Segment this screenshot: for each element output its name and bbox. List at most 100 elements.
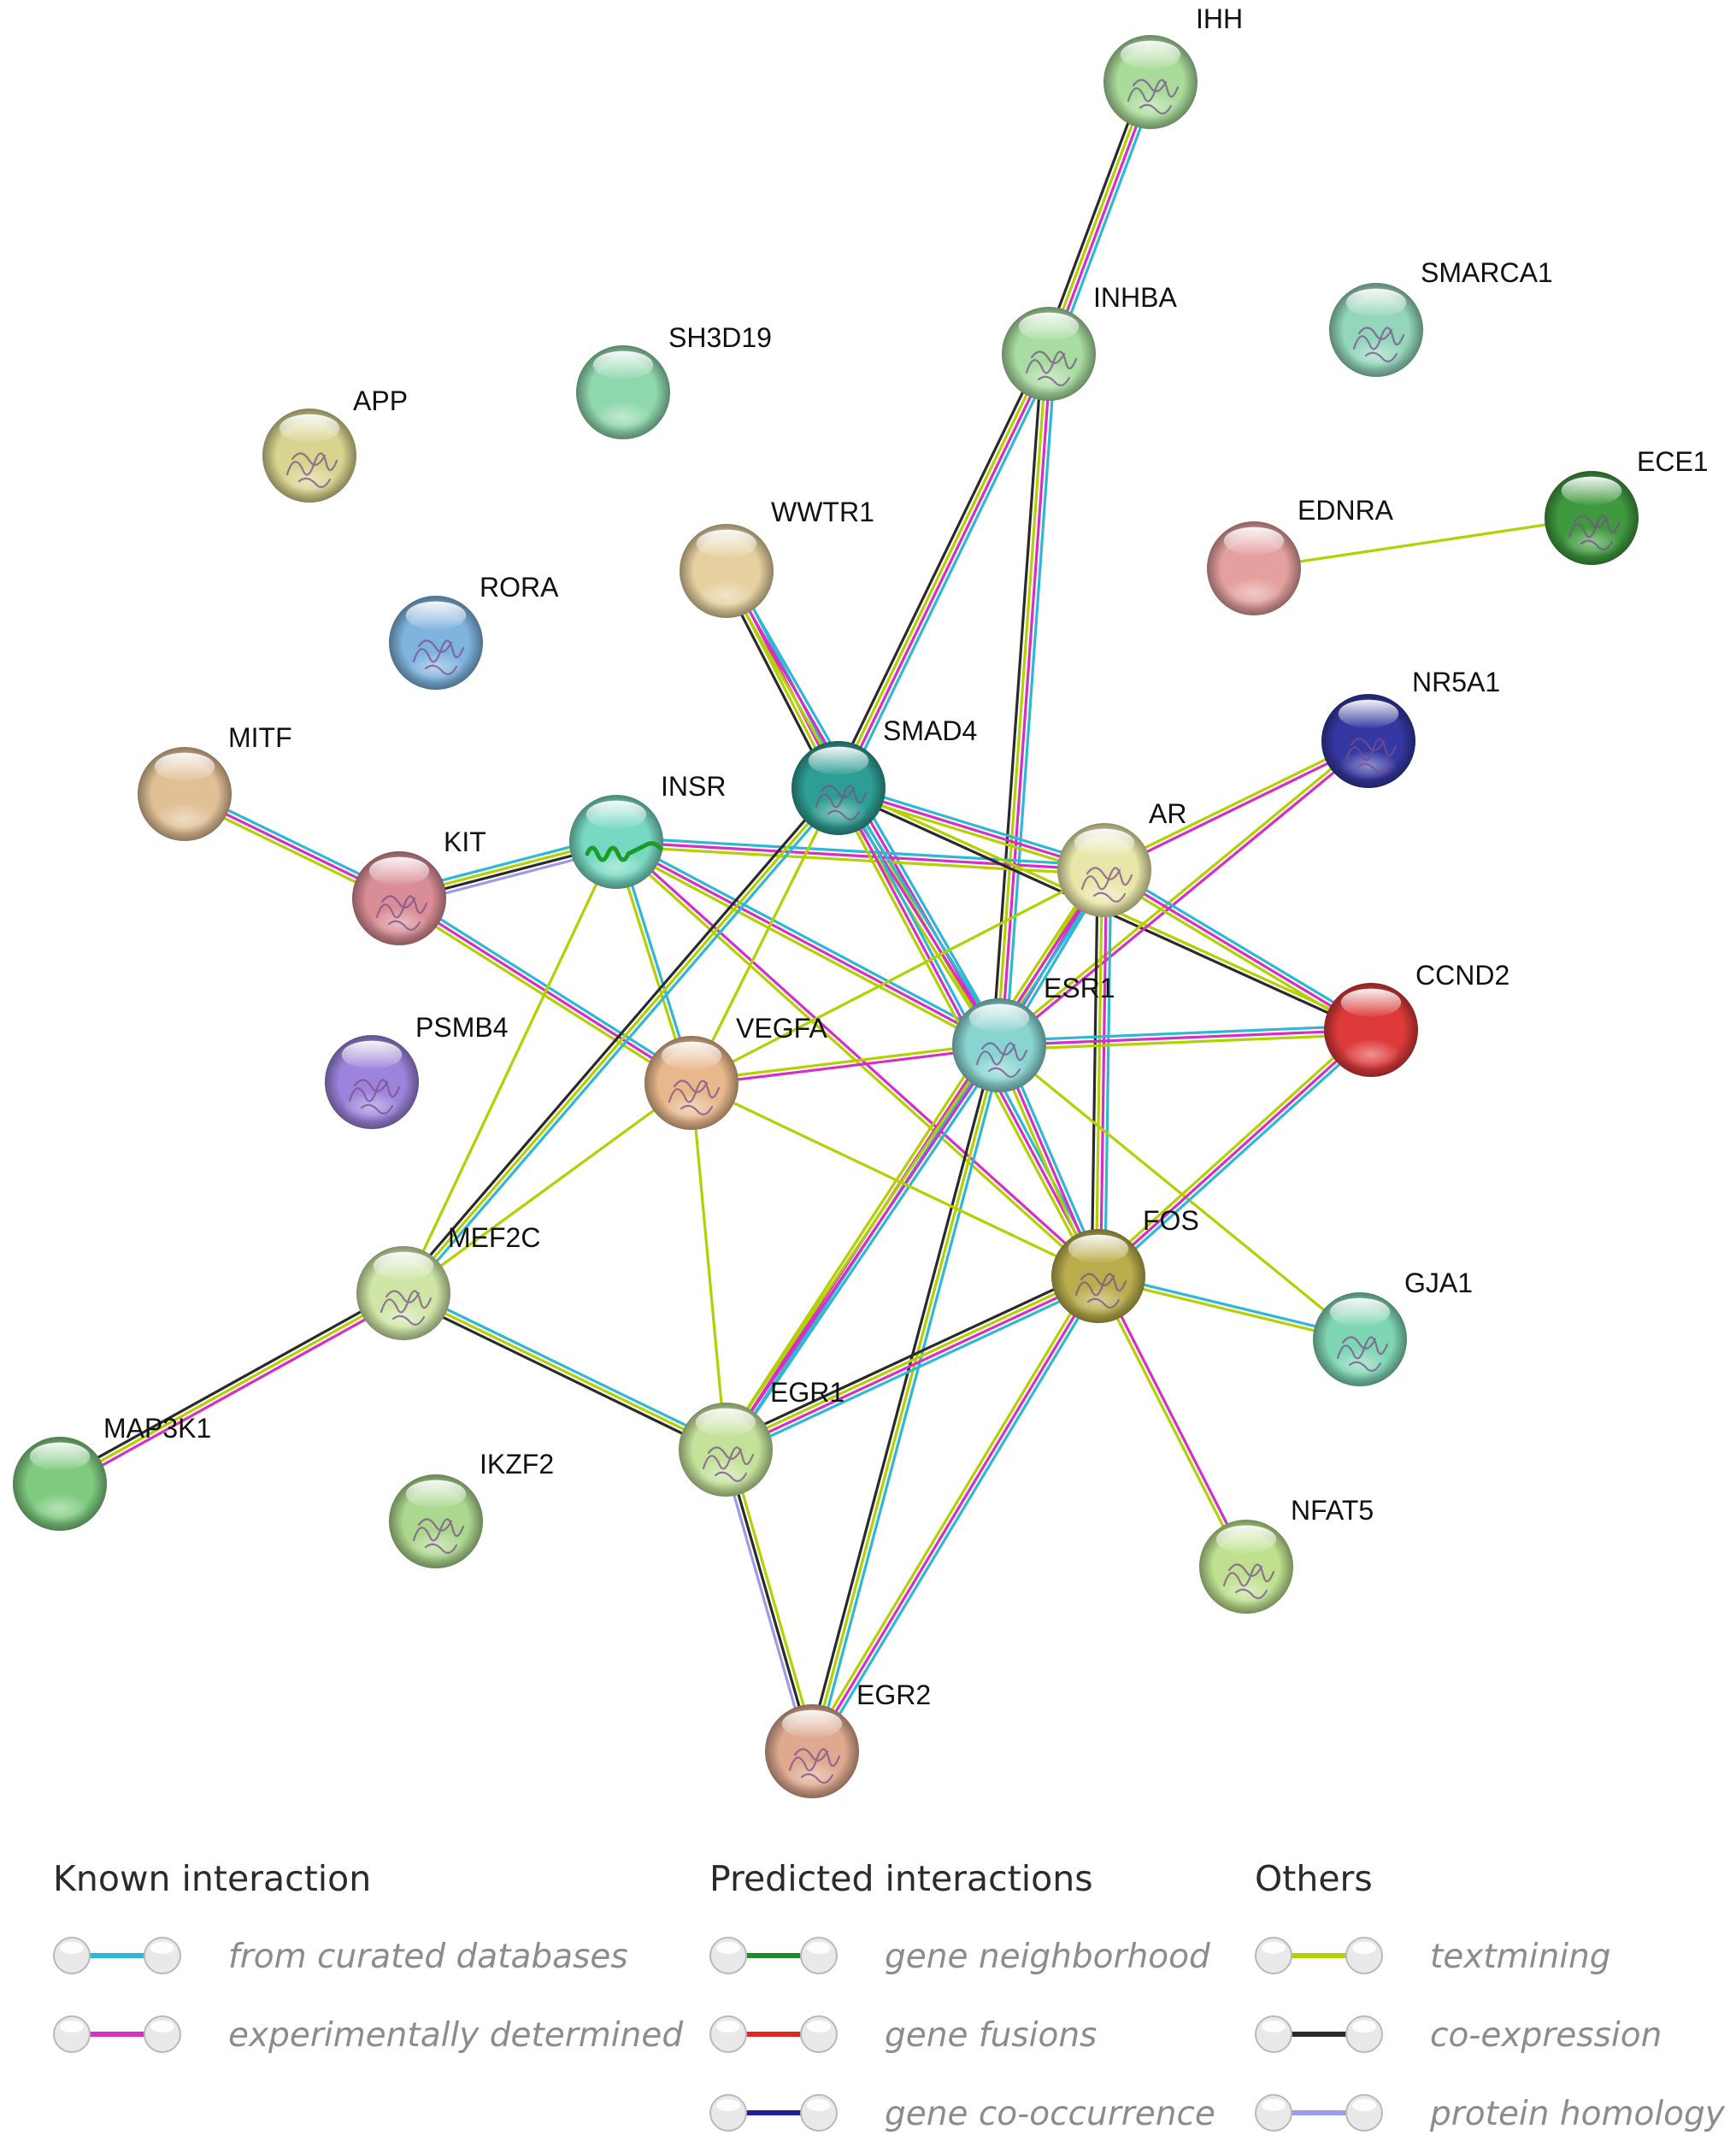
- edge-ar-vegfa[interactable]: [690, 868, 1106, 1085]
- node-nr5a1[interactable]: NR5A1: [1321, 667, 1500, 788]
- edge-mef2c-egr1[interactable]: [400, 1287, 729, 1456]
- edge-esr1-ccnd2[interactable]: [997, 1024, 1373, 1051]
- node-highlight: [661, 1041, 722, 1070]
- node-highlight: [1329, 1297, 1391, 1327]
- node-label: WWTR1: [771, 497, 874, 527]
- edge-insr-mef2c[interactable]: [402, 840, 618, 1295]
- edge-ar-ccnd2[interactable]: [1100, 864, 1375, 1036]
- node-label: SMAD4: [883, 715, 977, 746]
- edge-vegfa-mef2c[interactable]: [402, 1081, 693, 1295]
- edge-stripe-textmining: [810, 1044, 1001, 1753]
- node-wwtr1[interactable]: WWTR1: [680, 497, 874, 618]
- node-mef2c[interactable]: MEF2C: [356, 1222, 540, 1340]
- edge-nr5a1-esr1[interactable]: [996, 738, 1372, 1049]
- node-ednra[interactable]: EDNRA: [1207, 495, 1394, 615]
- edge-stripe-curated: [997, 1024, 1373, 1043]
- node-ece1[interactable]: ECE1: [1545, 446, 1709, 565]
- edge-fos-egr2[interactable]: [806, 1272, 1104, 1756]
- node-label: IHH: [1196, 3, 1243, 34]
- node-highlight: [1018, 312, 1080, 341]
- edge-stripe-textmining: [1252, 516, 1593, 570]
- edge-stripe-experimental: [839, 353, 1052, 791]
- legend-label: gene fusions: [885, 2016, 1097, 2055]
- edge-stripe-textmining: [402, 786, 840, 1295]
- edge-nr5a1-ar[interactable]: [1102, 738, 1371, 874]
- node-app[interactable]: APP: [262, 385, 408, 503]
- edge-stripe-curated: [815, 1044, 1005, 1754]
- node-insr[interactable]: INSR: [569, 771, 726, 889]
- node-egr2[interactable]: EGR2: [765, 1679, 931, 1798]
- edge-stripe-curated: [843, 355, 1056, 792]
- protein-structure-icon: [1074, 1273, 1127, 1309]
- node-label: APP: [353, 385, 408, 416]
- edge-ccnd2-fos[interactable]: [1093, 1025, 1376, 1281]
- node-nfat5[interactable]: NFAT5: [1199, 1495, 1374, 1614]
- node-gja1[interactable]: GJA1: [1313, 1268, 1473, 1386]
- node-ccnd2[interactable]: CCND2: [1324, 960, 1509, 1077]
- node-highlight: [1345, 288, 1407, 317]
- node-ihh[interactable]: IHH: [1103, 3, 1243, 129]
- protein-structure-icon: [412, 639, 465, 675]
- edge-stripe-experimental: [1103, 741, 1371, 874]
- protein-structure-icon: [1222, 1563, 1275, 1599]
- node-ikzf2[interactable]: IKZF2: [389, 1449, 554, 1568]
- edge-ednra-ece1[interactable]: [1252, 516, 1593, 570]
- node-highlight: [1120, 40, 1181, 69]
- edge-ihh-inhba[interactable]: [1041, 78, 1158, 358]
- edge-stripe-textmining: [690, 786, 840, 1085]
- edge-esr1-vegfa[interactable]: [690, 1041, 1001, 1087]
- edge-mef2c-map3k1[interactable]: [56, 1287, 408, 1490]
- node-kit[interactable]: KIT: [352, 826, 486, 945]
- edge-egr1-egr2[interactable]: [720, 1446, 818, 1755]
- node-smarca1[interactable]: SMARCA1: [1329, 257, 1553, 377]
- node-ar[interactable]: AR: [1057, 798, 1186, 917]
- edge-stripe-textmining: [835, 351, 1049, 789]
- node-glow: [30, 1493, 90, 1524]
- legend-swatch-highlight: [716, 2099, 740, 2111]
- legend-item-textmining: textmining: [1255, 1937, 1611, 1976]
- node-map3k1[interactable]: MAP3K1: [13, 1413, 211, 1531]
- edge-smad4-mef2c[interactable]: [398, 784, 844, 1297]
- edge-vegfa-fos[interactable]: [690, 1081, 1100, 1278]
- edge-stripe-homology: [720, 1449, 809, 1755]
- protein-structure-icon: [585, 841, 663, 862]
- edge-stripe-textmining: [723, 1273, 1099, 1450]
- node-fos[interactable]: FOS: [1051, 1205, 1199, 1323]
- node-highlight: [1561, 476, 1622, 505]
- node-esr1[interactable]: ESR1: [952, 973, 1115, 1092]
- node-rora[interactable]: RORA: [389, 572, 559, 690]
- node-smad4[interactable]: SMAD4: [791, 715, 977, 835]
- edge-fos-egr1[interactable]: [721, 1268, 1103, 1457]
- edge-stripe-textmining: [58, 1291, 405, 1485]
- edge-smad4-vegfa[interactable]: [690, 786, 840, 1085]
- legend-heading: Others: [1255, 1858, 1373, 1899]
- edge-vegfa-egr1[interactable]: [690, 1081, 727, 1451]
- edge-ar-fos[interactable]: [1090, 868, 1113, 1278]
- legend-item-experimental: experimentally determined: [53, 2015, 683, 2055]
- edge-insr-esr1[interactable]: [612, 836, 1003, 1051]
- edge-esr1-gja1[interactable]: [997, 1044, 1362, 1341]
- edge-inhba-smad4[interactable]: [831, 350, 1056, 792]
- node-inhba[interactable]: INHBA: [1002, 282, 1177, 401]
- edge-stripe-coexpression: [806, 1043, 997, 1752]
- legend-swatch-highlight: [716, 1942, 740, 1954]
- node-highlight: [781, 1709, 843, 1738]
- edge-fos-nfat5[interactable]: [1095, 1274, 1250, 1569]
- edge-stripe-experimental: [615, 840, 1106, 872]
- node-label: CCND2: [1415, 960, 1509, 991]
- node-egr1[interactable]: EGR1: [679, 1377, 844, 1497]
- node-label: ECE1: [1637, 446, 1709, 477]
- node-vegfa[interactable]: VEGFA: [644, 1013, 827, 1130]
- node-psmb4[interactable]: PSMB4: [325, 1012, 508, 1129]
- node-mitf[interactable]: MITF: [138, 722, 292, 841]
- node-highlight: [968, 1003, 1030, 1032]
- edge-inhba-esr1[interactable]: [991, 351, 1057, 1048]
- legend-label: gene neighborhood: [885, 1938, 1210, 1976]
- node-highlight: [279, 414, 340, 443]
- edge-esr1-egr1[interactable]: [721, 1041, 1004, 1454]
- node-sh3d19[interactable]: SH3D19: [576, 322, 772, 439]
- legend-label: experimentally determined: [228, 2016, 683, 2055]
- edge-esr1-egr2[interactable]: [806, 1043, 1005, 1754]
- edge-stripe-textmining: [997, 1032, 1373, 1051]
